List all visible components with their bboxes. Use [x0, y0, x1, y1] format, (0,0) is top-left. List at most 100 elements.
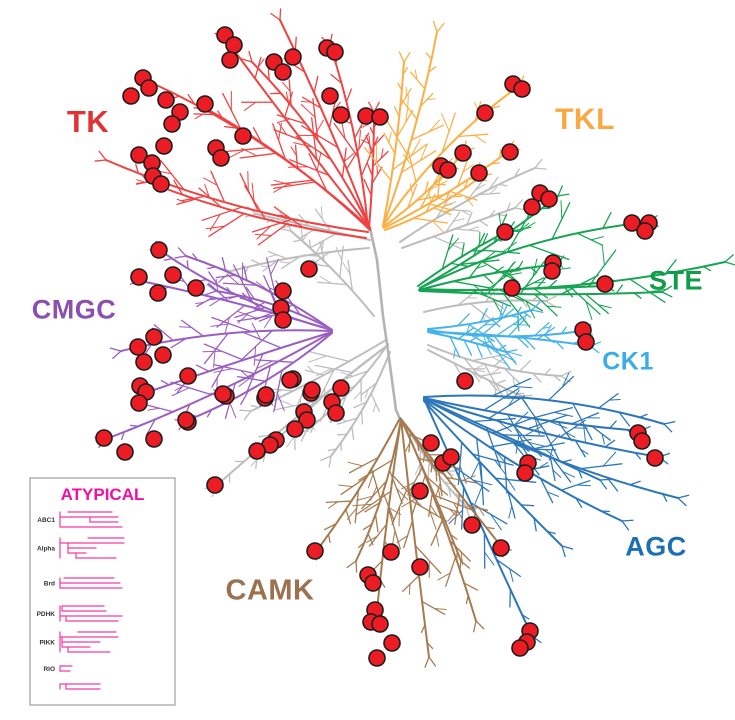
branch-twig [498, 344, 507, 351]
branch-main [140, 280, 333, 331]
branch-subtwig [453, 502, 463, 520]
branch-twig [368, 101, 375, 113]
branch-subtwig [300, 100, 312, 103]
kinase-dot [636, 222, 654, 240]
branch-twig [529, 442, 565, 451]
branch-twig [241, 329, 274, 361]
branch-twig [281, 255, 301, 269]
branch-twig [531, 309, 544, 314]
branch-main [400, 418, 430, 658]
branch-twig [193, 113, 215, 116]
branch-twig [207, 266, 217, 270]
branch-subtwig [316, 151, 322, 172]
branch-twig [367, 533, 374, 546]
branch-subtwig [270, 213, 288, 217]
kinase-dot [225, 36, 243, 54]
branch-twig [493, 266, 504, 274]
branch-twig [414, 544, 442, 574]
kinase-dot [501, 143, 519, 161]
branch-subtwig [171, 387, 190, 397]
branch-twig [273, 369, 283, 413]
branch-subtwig [462, 475, 476, 481]
branch-subtwig [512, 323, 530, 326]
branch-twig [551, 202, 571, 240]
branch-twig [520, 396, 547, 433]
branch-twig [505, 349, 518, 353]
branch-subtwig [243, 101, 257, 111]
branch-twig [663, 423, 673, 433]
kinase-dot [257, 386, 275, 404]
kinase-dot [284, 48, 302, 66]
kinase-dot [274, 311, 292, 329]
branch-twig [304, 369, 325, 376]
branch-twig [677, 497, 687, 507]
branch-twig [534, 158, 543, 169]
branch-twig [480, 340, 492, 346]
branch-twig [523, 311, 531, 318]
branch-twig [403, 520, 414, 549]
kinase-dot [364, 574, 382, 592]
branch-subtwig [428, 193, 432, 203]
branch-main [375, 418, 402, 622]
branch-subtwig [495, 419, 512, 432]
branch-twig [254, 301, 266, 309]
branch-twig [273, 388, 295, 392]
branch-subtwig [484, 551, 495, 566]
branch-twig [420, 624, 426, 634]
branch-twig [533, 293, 558, 317]
branch-twig [491, 319, 501, 328]
branch-twig [340, 476, 368, 496]
branch-twig [374, 513, 379, 533]
branch-twig [201, 206, 243, 221]
branch-twig [498, 183, 508, 187]
branch-twig [369, 127, 375, 136]
branch-twig [174, 255, 187, 259]
branch-twig [98, 150, 107, 161]
branch-twig [288, 78, 292, 106]
branch-twig [547, 279, 558, 289]
branch-twig [677, 494, 690, 499]
branch-twig [480, 462, 485, 506]
branch-subtwig [256, 360, 274, 369]
branch-twig [353, 401, 368, 409]
branch-twig [370, 468, 382, 502]
branch-main [382, 31, 438, 227]
branch-twig [433, 207, 452, 216]
branch-twig [248, 50, 253, 63]
kinase-dot [327, 404, 345, 422]
branch-twig [540, 478, 554, 504]
branch-twig [501, 434, 545, 437]
branch-twig [276, 114, 307, 125]
branch-subtwig [229, 402, 237, 419]
branch-main [330, 351, 391, 457]
branch-twig [477, 192, 501, 196]
branch-subtwig [565, 431, 576, 438]
branch-twig [482, 233, 489, 246]
kinase-dot [234, 127, 252, 145]
branch-subtwig [250, 459, 258, 467]
kinase-dot [306, 542, 324, 560]
branch-subtwig [548, 420, 568, 429]
branch-subtwig [464, 195, 474, 207]
branch-subtwig [442, 209, 452, 213]
branch-twig [206, 409, 213, 418]
branch-main [423, 400, 563, 547]
kinase-dot [95, 429, 113, 447]
branch-twig [604, 439, 616, 448]
branch-subtwig [202, 350, 223, 353]
branch-subtwig [482, 333, 488, 348]
branch-subtwig [353, 390, 362, 400]
branch-twig [245, 286, 256, 300]
branch-twig [585, 293, 609, 315]
branch-subtwig [512, 376, 516, 387]
branch-twig [488, 395, 526, 419]
branch-subtwig [585, 300, 593, 320]
branch-main [185, 332, 333, 422]
branch-twig [633, 292, 642, 299]
kinase-dot [463, 516, 481, 534]
branch-subtwig [405, 108, 409, 124]
branch-twig [463, 180, 468, 190]
branch-subtwig [401, 481, 415, 490]
branch-twig [270, 179, 314, 186]
branch-main [417, 230, 509, 287]
